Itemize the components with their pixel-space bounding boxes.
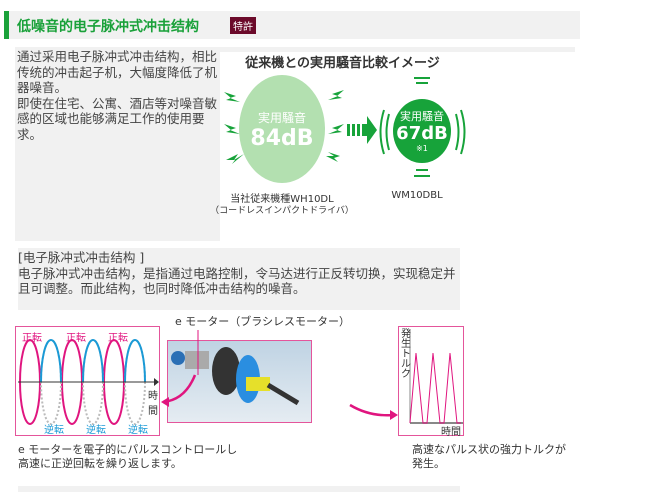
torque-caption: 高速なパルス状の強力トルクが 発生。 [412,443,566,471]
new-model-caption: WM10DBL [391,190,443,201]
torque-diagram: 発生トルク 時間 [398,326,464,438]
new-noise-value: 67dB [396,123,448,144]
old-model-caption: 当社従来機種WH10DL [230,194,334,205]
reverse-label: 逆転 [128,425,148,436]
new-model-circle: 実用騒音 67dB ※1 [393,99,451,163]
section-title: 低噪音的电子脉冲式冲击结构 [17,19,199,35]
sound-wave-icons [379,77,466,177]
next-section-bar [18,486,460,492]
torque-chart [409,329,463,424]
time-axis-label: 時間 [441,427,461,438]
rotation-caption: e モーターを電子的にパルスコントロールし 高速に正逆回転を繰り返します。 [18,443,237,471]
noise-graphic [224,77,466,177]
structure-heading: [电子脉冲式冲击结构 ] [18,250,145,265]
structure-text: [电子脉冲式冲击结构 ] 电子脉冲式冲击结构，是指通过电路控制，令马达进行正反转… [18,248,460,310]
forward-label: 正転 [66,333,86,344]
caption-line: 高速なパルス状の強力トルクが [412,443,566,456]
old-model-subcaption: （コードレスインパクトドライバ） [210,206,354,216]
comparison-title: 従来機との実用騒音比較イメージ [245,56,440,71]
forward-label: 正転 [108,333,128,344]
structure-body: 电子脉冲式冲击结构，是指通过电路控制，令马达进行正反转切换，实现稳定并且可调整。… [18,265,456,297]
section-header: 低噪音的电子脉冲式冲击结构 特許 [4,11,580,39]
old-model-circle: 実用騒音 84dB [239,75,325,183]
noise-comparison: 従来機との実用騒音比較イメージ 実用騒音 84dB 実用騒音 67dB ※1 当… [210,52,575,242]
arrow-icon [347,116,377,144]
torque-axis-label: 発生トルク [401,329,411,380]
intro-text: 通过采用电子脉冲式冲击结构，相比传统的冲击起子机，大幅度降低了机器噪音。 即使在… [15,47,220,241]
caption-line: 発生。 [412,457,445,470]
caption-line: e モーターを電子的にパルスコントロールし [18,443,238,456]
patent-badge: 特許 [230,17,256,34]
old-noise-label: 実用騒音 [257,111,306,125]
rotation-diagram: 正転 正転 正転 逆転 逆転 逆転 時間 [15,326,160,436]
connector-arrows [161,330,398,420]
motor-label: e モーター（ブラシレスモーター） [175,315,351,328]
time-axis-label: 時間 [148,387,159,417]
forward-label: 正転 [22,333,42,344]
intro-paragraph: 即使在住宅、公寓、酒店等对噪音敏感的区域也能够满足工作的使用要求。 [17,95,218,142]
old-noise-value: 84dB [250,126,314,151]
footnote-mark: ※1 [416,144,428,153]
divider [18,47,575,52]
rotation-chart [18,339,159,425]
noise-lightning-icons [224,90,344,164]
reverse-label: 逆転 [44,425,64,436]
reverse-label: 逆転 [86,425,106,436]
intro-paragraph: 通过采用电子脉冲式冲击结构，相比传统的冲击起子机，大幅度降低了机器噪音。 [17,49,218,95]
caption-line: 高速に正逆回転を繰り返します。 [18,457,182,470]
new-noise-label: 実用騒音 [400,110,444,123]
